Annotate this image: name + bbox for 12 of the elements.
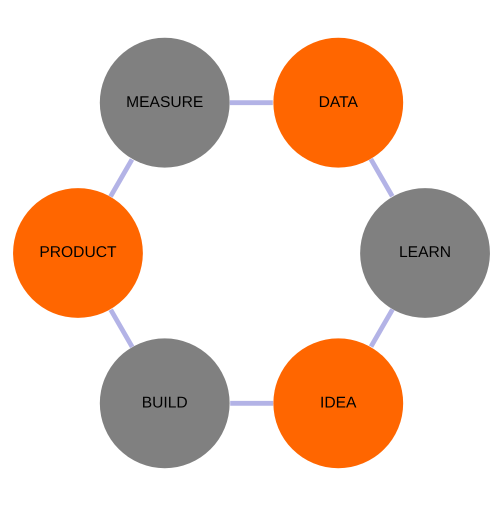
node-circle: PRODUCT (13, 188, 143, 318)
node-circle: BUILD (100, 338, 230, 468)
connector (108, 158, 134, 198)
node-circle: DATA (273, 38, 404, 168)
connector (230, 400, 274, 406)
connector (230, 100, 273, 106)
node-circle: LEARN (360, 188, 490, 318)
connector (368, 308, 395, 348)
connector (368, 158, 394, 198)
node-circle: IDEA (273, 338, 404, 468)
connector (108, 308, 134, 348)
node-circle: MEASURE (100, 38, 230, 168)
